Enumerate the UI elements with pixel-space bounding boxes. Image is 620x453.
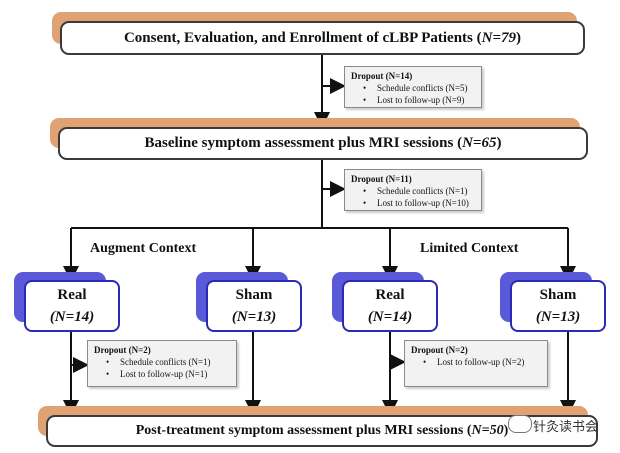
post-treatment-text: Post-treatment symptom assessment plus M…: [135, 423, 472, 438]
arm-augment-real: Real (N=14): [24, 280, 120, 332]
baseline-box: Baseline symptom assessment plus MRI ses…: [58, 127, 588, 160]
arm-label: Sham: [539, 287, 577, 303]
enrollment-text: Consent, Evaluation, and Enrollment of c…: [123, 29, 482, 46]
arm-n: (N=13): [535, 309, 581, 325]
dropout-box-limited-real: Dropout (N=2) Lost to follow-up (N=2): [404, 340, 548, 387]
dropout-item: Lost to follow-up (N=9): [363, 94, 475, 106]
baseline-close: ): [496, 135, 502, 151]
dropout-item: Schedule conflicts (N=5): [363, 82, 475, 94]
post-treatment-box: Post-treatment symptom assessment plus M…: [46, 415, 598, 447]
post-treatment-close: ): [503, 423, 509, 438]
arm-label: Real: [57, 287, 87, 303]
arm-n: (N=13): [231, 309, 277, 325]
dropout-item: Schedule conflicts (N=1): [106, 356, 230, 368]
arm-label: Real: [375, 287, 405, 303]
dropout-box-augment-real: Dropout (N=2) Schedule conflicts (N=1) L…: [87, 340, 237, 387]
dropout-title: Dropout (N=2): [411, 345, 468, 355]
dropout-box-enrollment: Dropout (N=14) Schedule conflicts (N=5) …: [344, 66, 482, 108]
arm-limited-sham: Sham (N=13): [510, 280, 606, 332]
enrollment-n: N=79: [481, 29, 517, 46]
dropout-title: Dropout (N=11): [351, 174, 412, 184]
arm-limited-real: Real (N=14): [342, 280, 438, 332]
dropout-item: Lost to follow-up (N=10): [363, 197, 475, 209]
dropout-item: Schedule conflicts (N=1): [363, 185, 475, 197]
arm-augment-sham: Sham (N=13): [206, 280, 302, 332]
arm-label: Sham: [235, 287, 273, 303]
dropout-item: Lost to follow-up (N=2): [423, 356, 541, 368]
dropout-title: Dropout (N=2): [94, 345, 151, 355]
post-treatment-n: N=50: [471, 423, 504, 438]
enrollment-box: Consent, Evaluation, and Enrollment of c…: [60, 21, 585, 55]
baseline-text: Baseline symptom assessment plus MRI ses…: [144, 135, 463, 151]
dropout-item: Lost to follow-up (N=1): [106, 368, 230, 380]
watermark-text: 针灸读书会: [533, 420, 599, 435]
wechat-icon: [508, 415, 532, 433]
dropout-box-baseline: Dropout (N=11) Schedule conflicts (N=1) …: [344, 169, 482, 211]
dropout-title: Dropout (N=14): [351, 71, 413, 81]
enrollment-close: ): [516, 29, 522, 46]
limited-context-label: Limited Context: [420, 241, 519, 256]
augment-context-label: Augment Context: [90, 241, 197, 256]
arm-n: (N=14): [367, 309, 413, 325]
arm-n: (N=14): [49, 309, 95, 325]
baseline-n: N=65: [462, 135, 497, 151]
